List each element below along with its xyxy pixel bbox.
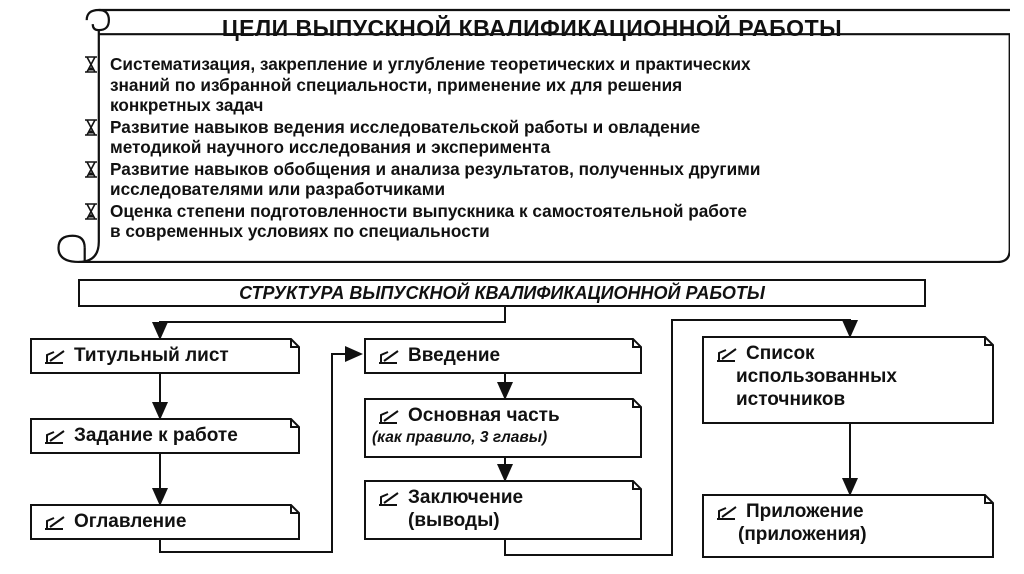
box-label: Введение xyxy=(408,345,501,366)
goal-line: конкретных задач xyxy=(110,95,264,115)
box-assignment: Задание к работе xyxy=(30,418,300,454)
hourglass-icon xyxy=(85,56,97,73)
box-conclusion: Заключение (выводы) xyxy=(364,480,642,540)
goal-line: знаний по избранной специальности, приме… xyxy=(110,74,683,95)
goal-item: Оценка степени подготовленности выпускни… xyxy=(80,201,950,242)
goal-line: Развитие навыков ведения исследовательск… xyxy=(110,116,701,137)
document-pen-icon xyxy=(717,506,737,520)
wire-title-to-title-page xyxy=(152,307,506,340)
structure-title: СТРУКТУРА ВЫПУСКНОЙ КВАЛИФИКАЦИОННОЙ РАБ… xyxy=(78,279,926,307)
box-label: Задание к работе xyxy=(74,425,238,446)
document-pen-icon xyxy=(379,410,399,424)
box-label: источников xyxy=(736,389,846,410)
goal-line: методикой научного исследования и экспер… xyxy=(110,137,551,157)
box-main-part: Основная часть (как правило, 3 главы) xyxy=(364,398,642,458)
hourglass-icon xyxy=(85,118,97,136)
goal-item: Развитие навыков ведения исследовательск… xyxy=(80,117,950,158)
box-label: Оглавление xyxy=(74,511,187,532)
document-pen-icon xyxy=(379,492,399,506)
wire-contents-to-intro xyxy=(159,346,363,553)
box-note: (как правило, 3 главы) xyxy=(372,429,548,446)
goal-item: Систематизация, закрепление и углубление… xyxy=(80,54,950,116)
goals-list: Систематизация, закрепление и углубление… xyxy=(80,54,950,243)
box-label: Основная часть xyxy=(408,405,560,426)
box-contents: Оглавление xyxy=(30,504,300,540)
box-label: (приложения) xyxy=(738,524,867,545)
goals-scroll-frame xyxy=(57,8,1010,264)
box-label: использованных xyxy=(736,366,897,387)
goal-item: Развитие навыков обобщения и анализа рез… xyxy=(80,159,950,200)
box-introduction: Введение xyxy=(364,338,642,374)
wire-conclusion-to-references xyxy=(504,319,858,556)
box-label: Титульный лист xyxy=(74,345,229,366)
goal-line: в современных условиях по специальности xyxy=(110,221,490,241)
box-label: (выводы) xyxy=(408,510,500,531)
hourglass-icon xyxy=(85,202,97,220)
goal-line: Оценка степени подготовленности выпускни… xyxy=(110,200,747,221)
document-pen-icon xyxy=(45,350,65,364)
hourglass-icon xyxy=(85,160,97,178)
box-appendix: Приложение (приложения) xyxy=(702,494,994,558)
document-pen-icon xyxy=(717,348,737,362)
goal-line: Развитие навыков обобщения и анализа рез… xyxy=(110,158,761,179)
document-pen-icon xyxy=(45,430,65,444)
goal-line: исследователями или разработчиками xyxy=(110,179,446,199)
goals-title: ЦЕЛИ ВЫПУСКНОЙ КВАЛИФИКАЦИОННОЙ РАБОТЫ xyxy=(221,15,843,41)
box-label: Приложение xyxy=(746,501,864,522)
goal-line: Систематизация, закрепление и углубление… xyxy=(110,54,751,74)
document-pen-icon xyxy=(45,516,65,530)
box-label: Заключение xyxy=(408,487,524,508)
box-references: Список использованных источников xyxy=(702,336,994,424)
box-title-page: Титульный лист xyxy=(30,338,300,374)
box-label: Список xyxy=(746,343,815,364)
document-pen-icon xyxy=(379,350,399,364)
